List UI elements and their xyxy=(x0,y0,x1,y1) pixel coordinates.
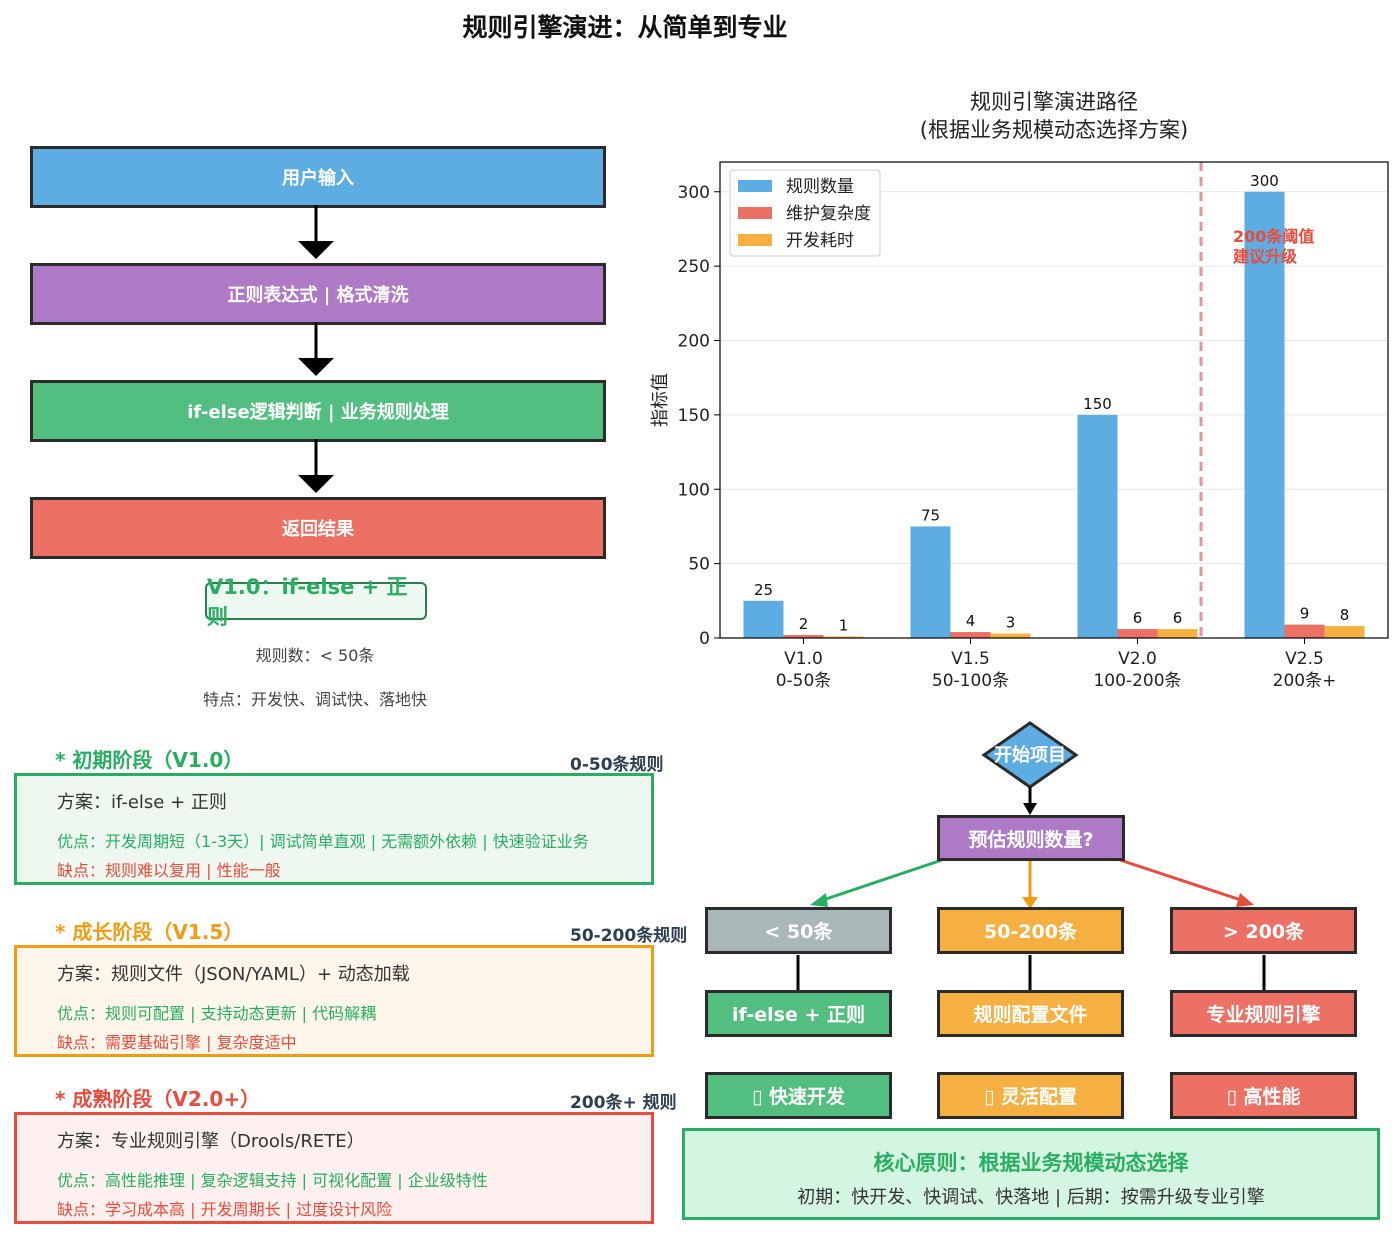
x-tick-label: 200条+ xyxy=(1273,671,1337,691)
solution-rule-engine: 专业规则引擎 xyxy=(1170,990,1357,1037)
bar-1 xyxy=(950,632,991,638)
x-tick-label: V1.0 xyxy=(784,649,823,669)
branch-arrow-small xyxy=(819,858,943,903)
condition-small: < 50条 xyxy=(705,907,892,954)
bar-value-label: 25 xyxy=(754,581,773,599)
stage-card-growth: 方案：规则文件（JSON/YAML）+ 动态加载 优点：规则可配置 | 支持动态… xyxy=(14,945,654,1057)
bar-2 xyxy=(1324,626,1365,638)
y-tick-label: 300 xyxy=(678,183,710,203)
principle-body: 初期：快开发、快调试、快落地 | 后期：按需升级专业引擎 xyxy=(797,1187,1265,1208)
stage-range-mature: 200条+ 规则 xyxy=(570,1093,677,1113)
x-tick-label: 0-50条 xyxy=(776,671,832,691)
bar-0 xyxy=(1077,414,1118,638)
condition-large: > 200条 xyxy=(1170,907,1357,954)
version-badge: V1.0：if-else + 正则 xyxy=(205,575,427,629)
bar-1 xyxy=(1284,624,1325,638)
pipeline-step-regex: 正则表达式 | 格式清洗 xyxy=(30,263,606,325)
bar-2 xyxy=(823,636,864,638)
bar-0 xyxy=(910,526,951,638)
legend-label: 规则数量 xyxy=(786,177,854,197)
bar-value-label: 4 xyxy=(966,612,976,630)
stage-pros: 优点：规则可配置 | 支持动态更新 | 代码解耦 xyxy=(57,1004,377,1023)
branch-arrow-large xyxy=(1119,858,1245,903)
rule-count-note: 规则数：< 50条 xyxy=(255,646,375,665)
stage-range-growth: 50-200条规则 xyxy=(570,926,688,946)
stage-pros: 优点：开发周期短（1-3天）| 调试简单直观 | 无需额外依赖 | 快速验证业务 xyxy=(57,832,589,851)
x-tick-label: 50-100条 xyxy=(932,671,1009,691)
stage-plan: 方案：规则文件（JSON/YAML）+ 动态加载 xyxy=(57,964,410,985)
solution-ifelse: if-else + 正则 xyxy=(705,990,892,1037)
x-tick-label: V2.0 xyxy=(1118,649,1157,669)
bar-value-label: 150 xyxy=(1083,395,1112,413)
stage-cons: 缺点：规则难以复用 | 性能一般 xyxy=(57,861,281,880)
stage-heading-mature: * 成熟阶段（V2.0+） xyxy=(55,1087,261,1111)
condition-medium: 50-200条 xyxy=(937,907,1124,954)
pipeline-arrow xyxy=(298,322,334,376)
stage-cons: 缺点：学习成本高 | 开发周期长 | 过度设计风险 xyxy=(57,1200,393,1219)
y-tick-label: 200 xyxy=(678,332,710,352)
plot-frame xyxy=(719,161,1389,639)
bar-value-label: 6 xyxy=(1133,609,1143,627)
page-title: 规则引擎演进：从简单到专业 xyxy=(462,13,788,42)
stage-plan: 方案：专业规则引擎（Drools/RETE） xyxy=(57,1131,365,1152)
chart-title-line: 规则引擎演进路径 xyxy=(970,90,1138,114)
bar-chart: 0 50 100 150 200 250 300 指标值 25 2 1V1.00-50条 75 4 3V1… xyxy=(650,161,1389,691)
chart-subtitle-line: (根据业务规模动态选择方案) xyxy=(919,118,1189,142)
legend-swatch xyxy=(738,207,772,219)
decision-box: 预估规则数量? xyxy=(937,815,1125,861)
legend-swatch xyxy=(738,180,772,192)
pipeline-arrow xyxy=(298,205,334,259)
pipeline-step-result: 返回结果 xyxy=(30,497,606,559)
x-tick-label: V1.5 xyxy=(951,649,990,669)
features-note: 特点：开发快、调试快、落地快 xyxy=(202,690,427,709)
benefit-flexible: ▯ 灵活配置 xyxy=(937,1072,1124,1119)
benefit-performance: ▯ 高性能 xyxy=(1170,1072,1357,1119)
stage-range-initial: 0-50条规则 xyxy=(570,755,664,775)
bar-0 xyxy=(743,600,784,638)
x-tick-label: V2.5 xyxy=(1285,649,1324,669)
stage-card-mature: 方案：专业规则引擎（Drools/RETE） 优点：高性能推理 | 复杂逻辑支持… xyxy=(14,1112,654,1224)
bar-2 xyxy=(990,633,1031,638)
y-tick-label: 0 xyxy=(699,629,710,649)
bar-1 xyxy=(1117,629,1158,638)
solution-config-file: 规则配置文件 xyxy=(937,990,1124,1037)
stage-pros: 优点：高性能推理 | 复杂逻辑支持 | 可视化配置 | 企业级特性 xyxy=(57,1171,488,1190)
threshold-annotation: 建议升级 xyxy=(1233,247,1298,266)
stage-heading-growth: * 成长阶段（V1.5） xyxy=(55,920,244,944)
y-tick-label: 100 xyxy=(678,480,710,500)
bar-value-label: 6 xyxy=(1173,609,1183,627)
stage-cons: 缺点：需要基础引擎 | 复杂度适中 xyxy=(57,1033,297,1052)
bar-2 xyxy=(1157,629,1198,638)
y-tick-label: 250 xyxy=(678,257,710,277)
bar-value-label: 9 xyxy=(1300,605,1310,623)
bar-0 xyxy=(1244,191,1285,638)
bar-value-label: 75 xyxy=(921,506,940,524)
chart-title: 规则引擎演进路径 (根据业务规模动态选择方案) xyxy=(720,88,1388,144)
start-label: 开始项目 xyxy=(994,745,1066,766)
benefit-fast-dev: ▯ 快速开发 xyxy=(705,1072,892,1119)
bar-value-label: 3 xyxy=(1006,614,1016,632)
stage-plan: 方案：if-else + 正则 xyxy=(57,792,227,813)
pipeline-arrow xyxy=(298,439,334,493)
bar-1 xyxy=(783,635,824,638)
bar-value-label: 1 xyxy=(839,617,849,635)
legend-label: 开发耗时 xyxy=(786,231,854,251)
y-tick-label: 50 xyxy=(688,555,710,575)
bar-value-label: 2 xyxy=(799,615,809,633)
bar-value-label: 300 xyxy=(1250,172,1279,190)
legend-label: 维护复杂度 xyxy=(786,204,871,224)
threshold-annotation: 200条阈值 xyxy=(1233,227,1314,246)
x-tick-label: 100-200条 xyxy=(1093,671,1181,691)
pipeline-step-input: 用户输入 xyxy=(30,146,606,208)
pipeline-step-ifelse: if-else逻辑判断 | 业务规则处理 xyxy=(30,380,606,442)
core-principle-box: 核心原则：根据业务规模动态选择 初期：快开发、快调试、快落地 | 后期：按需升级… xyxy=(682,1128,1380,1220)
stage-heading-initial: * 初期阶段（V1.0） xyxy=(55,748,244,772)
y-axis-label: 指标值 xyxy=(650,373,671,427)
stage-card-initial: 方案：if-else + 正则 优点：开发周期短（1-3天）| 调试简单直观 |… xyxy=(14,773,654,885)
legend-swatch xyxy=(738,234,772,246)
principle-title: 核心原则：根据业务规模动态选择 xyxy=(873,1151,1189,1175)
bar-value-label: 8 xyxy=(1340,606,1350,624)
y-tick-label: 150 xyxy=(678,406,710,426)
